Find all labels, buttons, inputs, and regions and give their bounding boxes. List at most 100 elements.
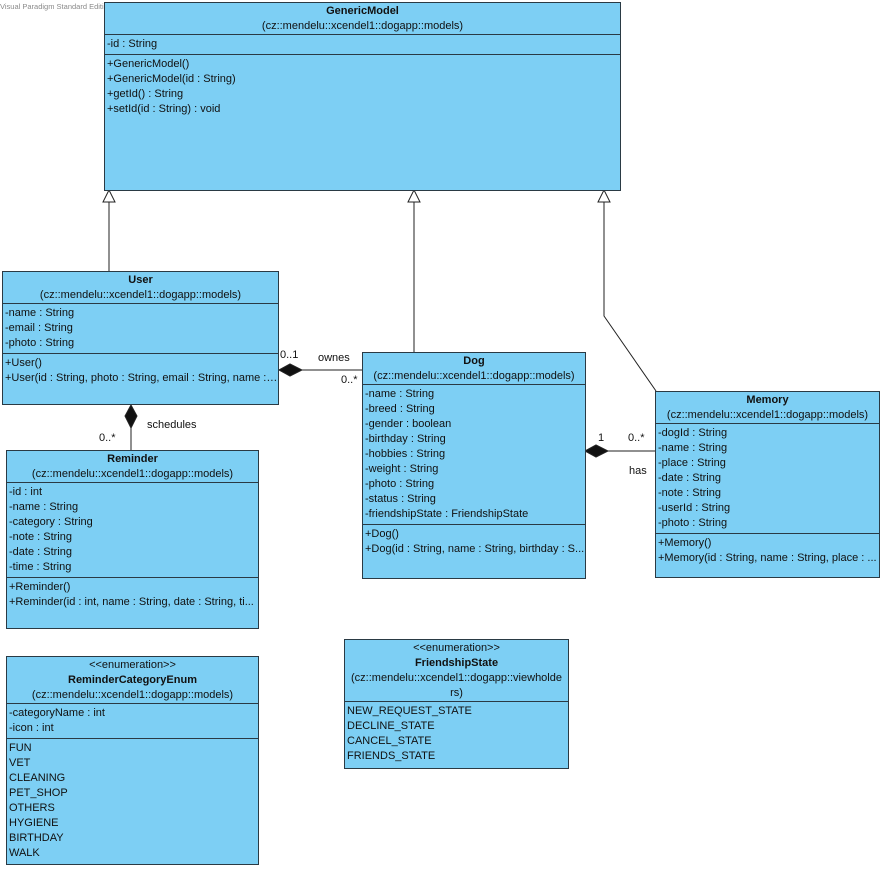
- attribute: -name : String: [658, 442, 728, 454]
- enum-literal: PET_SHOP: [9, 787, 68, 799]
- operation: +Dog(id : String, name : String, birthda…: [365, 543, 585, 555]
- operation: +getId() : String: [107, 88, 184, 100]
- attribute: -breed : String: [365, 403, 435, 415]
- enum-friendship-state[interactable]: <<enumeration>> FriendshipState (cz::men…: [344, 639, 569, 769]
- attribute: -photo : String: [365, 478, 435, 490]
- enum-literal: FRIENDS_STATE: [347, 750, 436, 762]
- operations-compartment: +Memory() +Memory(id : String, name : St…: [656, 534, 879, 568]
- multiplicity-dog-has: 1: [598, 432, 605, 444]
- class-package: (cz::mendelu::xcendel1::dogapp::models): [31, 689, 234, 701]
- attribute: -email : String: [5, 322, 73, 334]
- enum-literal: HYGIENE: [9, 817, 59, 829]
- class-package: (cz::mendelu::xcendel1::dogapp::models): [261, 20, 464, 32]
- attribute: -date : String: [9, 546, 72, 558]
- class-header: Dog (cz::mendelu::xcendel1::dogapp::mode…: [363, 353, 585, 385]
- class-user[interactable]: User (cz::mendelu::xcendel1::dogapp::mod…: [2, 271, 279, 405]
- class-name: Reminder: [107, 453, 158, 465]
- class-name: ReminderCategoryEnum: [68, 674, 197, 686]
- operations-compartment: +Reminder() +Reminder(id : int, name : S…: [7, 578, 258, 612]
- operations-compartment: +User() +User(id : String, photo : Strin…: [3, 354, 278, 388]
- enum-literal: FUN: [9, 742, 32, 754]
- enum-literal: NEW_REQUEST_STATE: [347, 705, 472, 717]
- enum-literal: VET: [9, 757, 31, 769]
- generalization-dog: [407, 188, 421, 352]
- literals-compartment: NEW_REQUEST_STATE DECLINE_STATE CANCEL_S…: [345, 702, 568, 766]
- class-dog[interactable]: Dog (cz::mendelu::xcendel1::dogapp::mode…: [362, 352, 586, 579]
- class-package: (cz::mendelu::xcendel1::dogapp::models): [31, 468, 234, 480]
- attribute: -friendshipState : FriendshipState: [365, 508, 529, 520]
- association-label-ownes: ownes: [318, 352, 350, 364]
- association-label-schedules: schedules: [147, 419, 197, 431]
- operation: +Memory(): [658, 537, 712, 549]
- class-header: <<enumeration>> ReminderCategoryEnum (cz…: [7, 657, 258, 704]
- enum-literal: WALK: [9, 847, 40, 859]
- operations-compartment: +Dog() +Dog(id : String, name : String, …: [363, 525, 585, 559]
- enum-literal: CANCEL_STATE: [347, 735, 432, 747]
- attributes-compartment: -id : int -name : String -category : Str…: [7, 483, 258, 578]
- association-dog-memory: [583, 444, 655, 458]
- class-name: Memory: [746, 394, 789, 406]
- attribute: -id : String: [107, 38, 158, 50]
- attribute: -gender : boolean: [365, 418, 452, 430]
- attribute: -note : String: [9, 531, 72, 543]
- attribute: -id : int: [9, 486, 43, 498]
- stereotype: <<enumeration>>: [89, 659, 176, 671]
- class-package: (cz::mendelu::xcendel1::dogapp::models): [373, 370, 575, 382]
- attribute: -hobbies : String: [365, 448, 446, 460]
- attribute: -photo : String: [658, 517, 728, 529]
- attributes-compartment: -id : String: [105, 35, 620, 55]
- class-package: (cz::mendelu::xcendel1::dogapp::models): [666, 409, 869, 421]
- attributes-compartment: -name : String -email : String -photo : …: [3, 304, 278, 354]
- attribute: -weight : String: [365, 463, 439, 475]
- attribute: -category : String: [9, 516, 93, 528]
- class-reminder[interactable]: Reminder (cz::mendelu::xcendel1::dogapp:…: [6, 450, 259, 629]
- class-package: (cz::mendelu::xcendel1::dogapp::models): [39, 289, 242, 301]
- operation: +User(id : String, photo : String, email…: [5, 372, 278, 384]
- operation: +Reminder(): [9, 581, 71, 593]
- attribute: -name : String: [5, 307, 75, 319]
- attributes-compartment: -categoryName : int -icon : int: [7, 704, 258, 739]
- attribute: -userId : String: [658, 502, 731, 514]
- attribute: -categoryName : int: [9, 707, 105, 719]
- attribute: -date : String: [658, 472, 721, 484]
- operation: +GenericModel(): [107, 58, 190, 70]
- class-name: Dog: [463, 355, 485, 367]
- class-header: Reminder (cz::mendelu::xcendel1::dogapp:…: [7, 451, 258, 483]
- class-package-line-1: (cz::mendelu::xcendel1::dogapp::viewhold…: [351, 672, 562, 684]
- class-header: Memory (cz::mendelu::xcendel1::dogapp::m…: [656, 392, 879, 424]
- operation: +GenericModel(id : String): [107, 73, 236, 85]
- class-name: User: [128, 274, 153, 286]
- attribute: -icon : int: [9, 722, 54, 734]
- class-generic-model[interactable]: GenericModel (cz::mendelu::xcendel1::dog…: [104, 2, 621, 191]
- generalization-user: [102, 188, 116, 271]
- enum-reminder-category[interactable]: <<enumeration>> ReminderCategoryEnum (cz…: [6, 656, 259, 865]
- class-memory[interactable]: Memory (cz::mendelu::xcendel1::dogapp::m…: [655, 391, 880, 578]
- operation: +setId(id : String) : void: [107, 103, 221, 115]
- operations-compartment: +GenericModel() +GenericModel(id : Strin…: [105, 55, 620, 119]
- enum-literal: BIRTHDAY: [9, 832, 64, 844]
- class-name: GenericModel: [326, 5, 399, 17]
- attribute: -birthday : String: [365, 433, 446, 445]
- class-name: FriendshipState: [414, 657, 499, 669]
- attribute: -photo : String: [5, 337, 75, 349]
- association-label-has: has: [629, 465, 647, 477]
- literals-compartment: FUN VET CLEANING PET_SHOP OTHERS HYGIENE…: [7, 739, 258, 863]
- association-user-dog: [277, 363, 362, 377]
- multiplicity-dog-owned: 0..*: [341, 374, 358, 386]
- enum-literal: CLEANING: [9, 772, 66, 784]
- operation: +User(): [5, 357, 42, 369]
- attribute: -name : String: [365, 388, 435, 400]
- attribute: -name : String: [9, 501, 79, 513]
- association-user-reminder: [124, 403, 138, 450]
- attribute: -status : String: [365, 493, 436, 505]
- attribute: -time : String: [9, 561, 72, 573]
- class-package-line-2: rs): [450, 687, 463, 699]
- class-header: User (cz::mendelu::xcendel1::dogapp::mod…: [3, 272, 278, 304]
- operation: +Memory(id : String, name : String, plac…: [658, 552, 877, 564]
- class-header: GenericModel (cz::mendelu::xcendel1::dog…: [105, 3, 620, 35]
- multiplicity-memory: 0..*: [628, 432, 645, 444]
- attribute: -dogId : String: [658, 427, 728, 439]
- operation: +Dog(): [365, 528, 399, 540]
- multiplicity-user-ownes: 0..1: [280, 349, 299, 361]
